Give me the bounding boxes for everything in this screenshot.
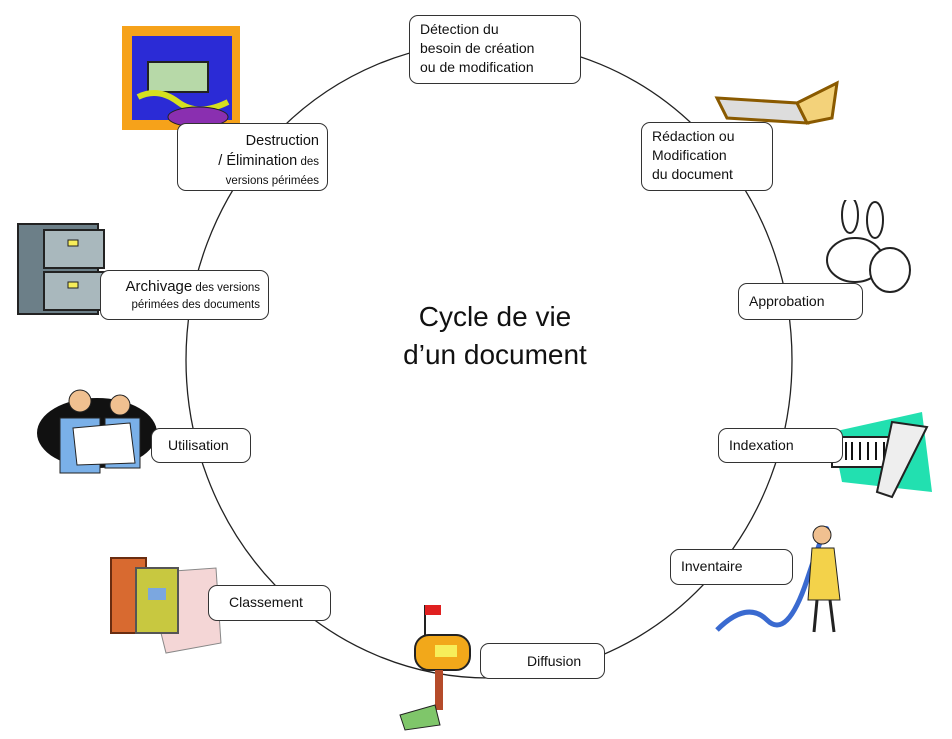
step-text: Approbation [749, 293, 825, 309]
step-text: Classement [229, 594, 303, 610]
filing-cabinet-icon [17, 223, 105, 315]
step-text: des versions [192, 282, 260, 294]
step-diffusion: Diffusion [480, 643, 605, 679]
step-text: / Élimination [218, 153, 298, 169]
barcode-scanner-icon [831, 412, 932, 499]
step-text: Inventaire [681, 558, 743, 574]
people-reading-icon [37, 389, 157, 474]
step-indexation: Indexation [718, 428, 843, 463]
step-destruction: Destruction / Élimination des versions p… [177, 123, 328, 191]
rabbit-icon [826, 200, 911, 293]
step-text: périmées des documents [131, 299, 260, 311]
step-text: ou de modification [420, 59, 534, 75]
step-redaction: Rédaction ou Modification du document [641, 122, 773, 191]
step-text: Indexation [729, 437, 794, 453]
step-utilisation: Utilisation [151, 428, 251, 463]
step-text: Diffusion [527, 653, 582, 669]
pencil-icon [714, 80, 839, 125]
mailbox-icon [399, 605, 471, 731]
step-text: Utilisation [168, 437, 229, 453]
title-line-2: d’un document [403, 339, 587, 370]
title-line-1: Cycle de vie [418, 301, 572, 332]
step-text: du document [652, 166, 733, 182]
step-text: Modification [652, 147, 727, 163]
step-text: Rédaction ou [652, 128, 735, 144]
step-text: besoin de création [420, 40, 535, 56]
step-text: des [297, 156, 319, 168]
step-text: Destruction [245, 133, 319, 149]
step-text: Archivage [125, 278, 193, 295]
step-approbation: Approbation [738, 283, 863, 320]
diagram-title: Cycle de vie d’un document [360, 298, 630, 374]
step-inventaire: Inventaire [670, 549, 793, 585]
step-classement: Classement [208, 585, 331, 621]
woman-with-list-icon [715, 525, 841, 633]
step-detection: Détection du besoin de création ou de mo… [409, 15, 581, 84]
folders-icon [110, 557, 222, 654]
shredder-icon [122, 26, 240, 130]
step-text: Détection du [420, 21, 499, 37]
step-text: versions périmées [225, 175, 319, 187]
step-archivage: Archivage des versions périmées des docu… [100, 270, 269, 320]
